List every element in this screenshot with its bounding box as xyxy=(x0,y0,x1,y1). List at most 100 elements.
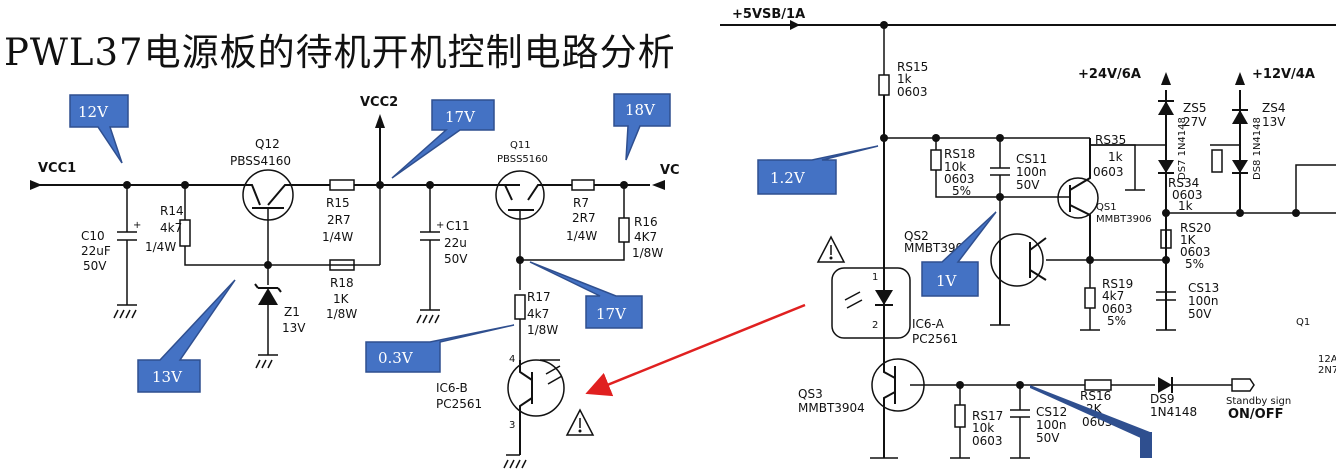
svg-text:ZS4: ZS4 xyxy=(1262,101,1285,115)
r18-resistor xyxy=(329,259,355,271)
svg-text:IC6-B: IC6-B xyxy=(436,381,468,395)
svg-text:2R7: 2R7 xyxy=(572,211,596,225)
vcc1-label: VCC1 xyxy=(38,161,76,176)
svg-text:4: 4 xyxy=(509,354,515,365)
svg-text:1.2V: 1.2V xyxy=(770,169,806,187)
warning-icon-2 xyxy=(816,235,846,263)
ic6b-optocoupler xyxy=(507,359,565,417)
svg-text:PC2561: PC2561 xyxy=(436,397,482,411)
svg-text:2N7: 2N7 xyxy=(1318,365,1336,376)
svg-text:0603: 0603 xyxy=(972,434,1003,448)
vcc2-label: VCC2 xyxy=(360,95,398,110)
rs15-resistor xyxy=(878,74,890,96)
callout-0.3v: 0.3V xyxy=(365,324,515,373)
svg-text:4k7: 4k7 xyxy=(1102,289,1124,303)
svg-text:RS19: RS19 xyxy=(1102,277,1133,291)
svg-text:50V: 50V xyxy=(83,259,107,273)
svg-text:1/8W: 1/8W xyxy=(632,246,663,260)
left-circuit: VCC1 + C10 22uF 50V R14 4k7 1/4W Q12 PBS… xyxy=(30,95,680,469)
qs2-transistor xyxy=(990,233,1044,287)
svg-text:0603: 0603 xyxy=(1180,245,1211,259)
svg-text:0603: 0603 xyxy=(1172,188,1203,202)
svg-text:12A/: 12A/ xyxy=(1318,354,1336,365)
svg-text:RS18: RS18 xyxy=(944,147,975,161)
svg-text:ON/OFF: ON/OFF xyxy=(1228,407,1284,422)
callout-1.2v: 1.2V xyxy=(757,145,879,195)
svg-text:+: + xyxy=(133,220,141,231)
svg-text:CS12: CS12 xyxy=(1036,405,1067,419)
callout-13v: 13V xyxy=(137,279,236,393)
svg-text:10k: 10k xyxy=(972,421,994,435)
svg-text:18V: 18V xyxy=(625,101,656,119)
svg-text:1K: 1K xyxy=(1180,233,1197,247)
callout-17v-top: 17V xyxy=(391,99,495,179)
svg-text:50V: 50V xyxy=(444,252,468,266)
svg-text:DS7 1N4148: DS7 1N4148 xyxy=(1177,117,1188,180)
svg-text:1N4148: 1N4148 xyxy=(1150,405,1197,419)
svg-text:0603: 0603 xyxy=(1093,165,1124,179)
vc-label: VC xyxy=(660,163,680,178)
svg-text:3: 3 xyxy=(509,420,515,431)
svg-text:1/8W: 1/8W xyxy=(527,323,558,337)
red-arrow xyxy=(585,303,806,397)
callout-12v: 12V xyxy=(69,94,129,164)
svg-text:MMBT3904: MMBT3904 xyxy=(798,401,865,415)
svg-text:MMBT390: MMBT390 xyxy=(904,241,963,255)
svg-text:RS34: RS34 xyxy=(1168,176,1199,190)
svg-text:C11: C11 xyxy=(446,219,470,233)
svg-text:QS2: QS2 xyxy=(904,229,929,243)
svg-text:1/4W: 1/4W xyxy=(145,240,176,254)
svg-text:PBSS4160: PBSS4160 xyxy=(230,154,291,168)
svg-text:1k: 1k xyxy=(897,72,912,86)
r17-resistor xyxy=(514,294,526,320)
right-circuit: +5VSB/1A RS15 1k 0603 RS18 10k 0603 5% C… xyxy=(720,7,1336,459)
svg-text:22uF: 22uF xyxy=(81,244,111,258)
svg-text:4k7: 4k7 xyxy=(160,221,182,235)
svg-text:1/4W: 1/4W xyxy=(566,229,597,243)
callout-17v-bottom: 17V xyxy=(529,261,643,329)
svg-text:12V: 12V xyxy=(78,103,109,121)
svg-text:RS15: RS15 xyxy=(897,60,928,74)
svg-text:0603: 0603 xyxy=(1102,302,1133,316)
svg-text:R7: R7 xyxy=(573,196,589,210)
svg-text:1k: 1k xyxy=(1108,150,1123,164)
svg-text:1/8W: 1/8W xyxy=(326,307,357,321)
r16-resistor xyxy=(618,217,630,243)
svg-text:QS3: QS3 xyxy=(798,387,823,401)
callout-18v: 18V xyxy=(613,93,671,161)
svg-text:27V: 27V xyxy=(1183,115,1207,129)
svg-text:RS20: RS20 xyxy=(1180,221,1211,235)
svg-text:13V: 13V xyxy=(1262,115,1286,129)
svg-text:RS16: RS16 xyxy=(1080,389,1111,403)
callout-1v: 1V xyxy=(921,211,997,297)
svg-text:QS1: QS1 xyxy=(1096,202,1117,213)
svg-text:4K7: 4K7 xyxy=(634,230,657,244)
r7-resistor xyxy=(571,179,595,191)
page-title: PWL37电源板的待机开机控制电路分析 xyxy=(4,31,676,74)
svg-text:0.3V: 0.3V xyxy=(378,349,414,367)
svg-text:IC6-A: IC6-A xyxy=(912,317,945,331)
svg-text:Q12: Q12 xyxy=(255,137,280,151)
svg-text:13V: 13V xyxy=(282,321,306,335)
c10-label: C10 xyxy=(81,229,105,243)
svg-text:50V: 50V xyxy=(1036,431,1060,445)
v24-label: +24V/6A xyxy=(1078,67,1141,82)
svg-text:100n: 100n xyxy=(1188,294,1219,308)
svg-text:RS17: RS17 xyxy=(972,409,1003,423)
svg-text:4k7: 4k7 xyxy=(527,307,549,321)
warning-icon xyxy=(565,408,595,436)
svg-text:DS8 1N4148: DS8 1N4148 xyxy=(1252,117,1263,180)
svg-text:50V: 50V xyxy=(1188,307,1212,321)
svg-text:Standby sign: Standby sign xyxy=(1226,396,1291,407)
svg-text:DS9: DS9 xyxy=(1150,392,1175,406)
svg-text:R18: R18 xyxy=(330,276,354,290)
r15-resistor xyxy=(329,179,355,191)
svg-text:1K: 1K xyxy=(333,292,350,306)
svg-text:100n: 100n xyxy=(1016,165,1047,179)
svg-text:PBSS5160: PBSS5160 xyxy=(497,154,548,165)
ic6a-optocoupler xyxy=(831,267,911,339)
svg-text:R14: R14 xyxy=(160,204,184,218)
svg-text:1k: 1k xyxy=(1178,199,1193,213)
svg-text:+: + xyxy=(436,220,444,231)
